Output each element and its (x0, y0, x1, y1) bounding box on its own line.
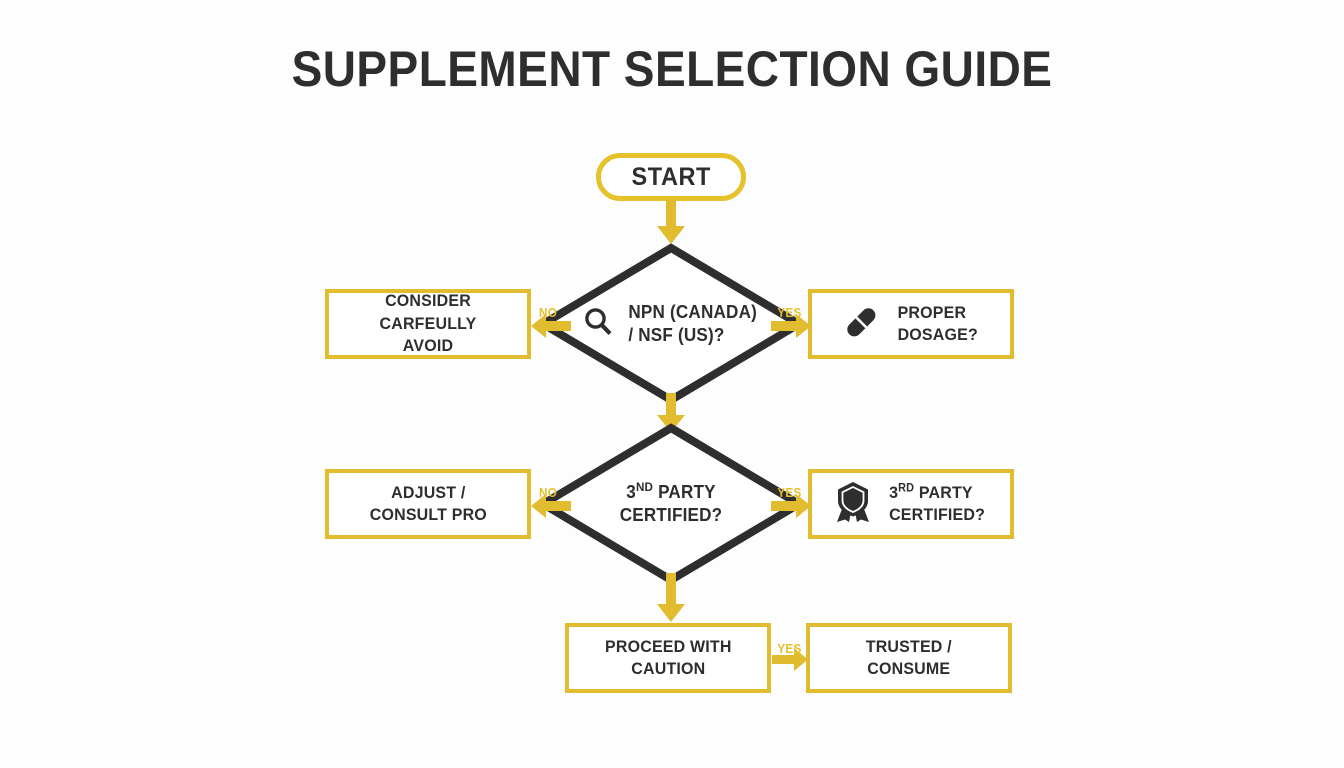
page-title: SUPPLEMENT SELECTION GUIDE (291, 41, 1053, 97)
node-decision-third-party[interactable]: 3ND PARTY CERTIFIED? (538, 423, 804, 585)
pill-capsule-icon (841, 302, 881, 347)
node-consider-carefully-avoid[interactable]: CONSIDER CARFEULLY AVOID (325, 289, 531, 359)
yes1-line1: PROPER (897, 302, 967, 322)
edge-label-no-2: NO (539, 485, 558, 500)
node-decision-certification-label: NPN (CANADA) / NSF (US)? (629, 301, 758, 348)
node-proper-dosage-label: PROPER DOSAGE? (898, 302, 978, 347)
node-adjust-consult-pro-label: ADJUST / CONSULT PRO (369, 482, 486, 527)
yes2-rest: PARTY (914, 482, 973, 502)
yes2-sup: RD (898, 481, 915, 494)
decision2-sup: ND (635, 479, 654, 494)
no1-line1: CONSIDER CARFEULLY (379, 291, 477, 333)
node-decision-third-party-label: 3ND PARTY CERTIFIED? (619, 479, 723, 528)
node-start-label: START (631, 162, 711, 191)
decision2-num: 3 (626, 481, 636, 502)
node-proceed-with-caution[interactable]: PROCEED WITH CAUTION (565, 623, 771, 693)
edge-label-yes-1: YES (777, 305, 802, 320)
node-trusted-consume-label: TRUSTED / CONSUME (866, 636, 952, 681)
arrow-decision1-yes (771, 313, 811, 339)
yes1-line2: DOSAGE? (897, 325, 979, 344)
yes2-line2: CERTIFIED? (889, 505, 985, 524)
node-third-party-certified[interactable]: 3RD PARTY CERTIFIED? (808, 469, 1014, 539)
decision1-line2: / NSF (US)? (628, 325, 725, 345)
node-proper-dosage[interactable]: PROPER DOSAGE? (808, 289, 1014, 359)
trusted-line2: CONSUME (867, 659, 951, 678)
arrow-start-to-decision1 (656, 200, 686, 245)
caution-line1: PROCEED WITH (604, 636, 732, 656)
no2-line1: ADJUST / (390, 482, 466, 502)
node-trusted-consume[interactable]: TRUSTED / CONSUME (806, 623, 1012, 693)
trusted-line1: TRUSTED / (865, 636, 953, 656)
node-third-party-certified-label: 3RD PARTY CERTIFIED? (889, 482, 985, 527)
node-decision-certification[interactable]: NPN (CANADA) / NSF (US)? (538, 243, 804, 405)
edge-label-yes-2: YES (777, 485, 802, 500)
arrow-decision1-to-decision2 (656, 393, 686, 433)
certified-badge-icon (834, 481, 872, 528)
node-consider-carefully-avoid-label: CONSIDER CARFEULLY AVOID (335, 290, 521, 357)
caution-line2: CAUTION (630, 659, 706, 678)
decision2-rest: PARTY (653, 481, 716, 502)
decision1-line1: NPN (CANADA) (628, 301, 758, 322)
node-start[interactable]: START (596, 153, 746, 201)
edge-label-no-1: NO (539, 305, 558, 320)
arrow-decision2-yes (771, 493, 811, 519)
node-adjust-consult-pro[interactable]: ADJUST / CONSULT PRO (325, 469, 531, 539)
yes2-num: 3 (889, 482, 899, 502)
decision2-line2: CERTIFIED? (619, 505, 723, 525)
arrow-decision2-to-caution (656, 573, 686, 623)
magnifier-icon (581, 305, 615, 344)
arrow-decision1-no (531, 313, 571, 339)
node-proceed-with-caution-label: PROCEED WITH CAUTION (605, 636, 732, 681)
edge-label-yes-3: YES (777, 641, 802, 656)
arrow-decision2-no (531, 493, 571, 519)
no2-line2: CONSULT PRO (369, 505, 487, 524)
arrow-caution-yes (772, 648, 808, 672)
no1-line2: AVOID (402, 336, 454, 356)
